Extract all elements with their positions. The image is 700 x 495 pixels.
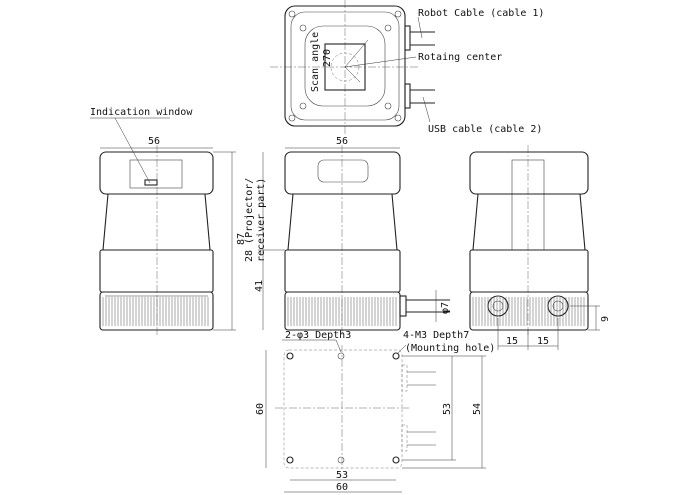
front-width-dim: 56	[148, 136, 160, 147]
hole-height-dim: 9	[600, 316, 611, 322]
hole-pitch-right-dim: 15	[537, 336, 549, 347]
robot-cable-label: Robot Cable (cable 1)	[418, 8, 544, 19]
bottom-width-dim: 60	[336, 482, 348, 493]
bottom-hole-v-dim: 53	[442, 403, 453, 415]
top-view: Robot Cable (cable 1) Rotaing center USB…	[270, 0, 544, 135]
bottom-depth-dim: 54	[472, 403, 483, 415]
scan-angle-label: Scan angle	[310, 32, 321, 92]
bottom-hole-h-dim: 53	[336, 470, 348, 481]
hole-pitch-left-dim: 15	[506, 336, 518, 347]
projector-part-dim-2: receiver part)	[256, 178, 267, 262]
front-view: 56 Indication window 87	[90, 107, 247, 335]
hole-spec-label: 2-φ3 Depth3	[285, 330, 351, 341]
base-height-dim: 41	[254, 280, 265, 292]
mount-note-label: (Mounting hole)	[405, 343, 495, 354]
mount-spec-label: 4-M3 Depth7	[403, 330, 469, 341]
total-height-dim: 87	[236, 233, 247, 245]
bottom-view: 2-φ3 Depth3 4-M3 Depth7 (Mounting hole) …	[255, 330, 495, 493]
projector-part-dim: 28 (Projector/	[244, 178, 255, 262]
rotating-center-label: Rotaing center	[418, 52, 502, 63]
base-grills	[102, 297, 585, 326]
side-view: 56 28 (Projector/ receiver part) 41 φ7	[244, 136, 451, 335]
bottom-height-dim: 60	[255, 403, 266, 415]
side-width-dim: 56	[336, 136, 348, 147]
cable-diameter-dim: φ7	[440, 302, 451, 314]
indication-window-label: Indication window	[90, 107, 193, 118]
usb-cable-label: USB cable (cable 2)	[428, 124, 542, 135]
scan-angle-value: 270	[322, 49, 333, 67]
